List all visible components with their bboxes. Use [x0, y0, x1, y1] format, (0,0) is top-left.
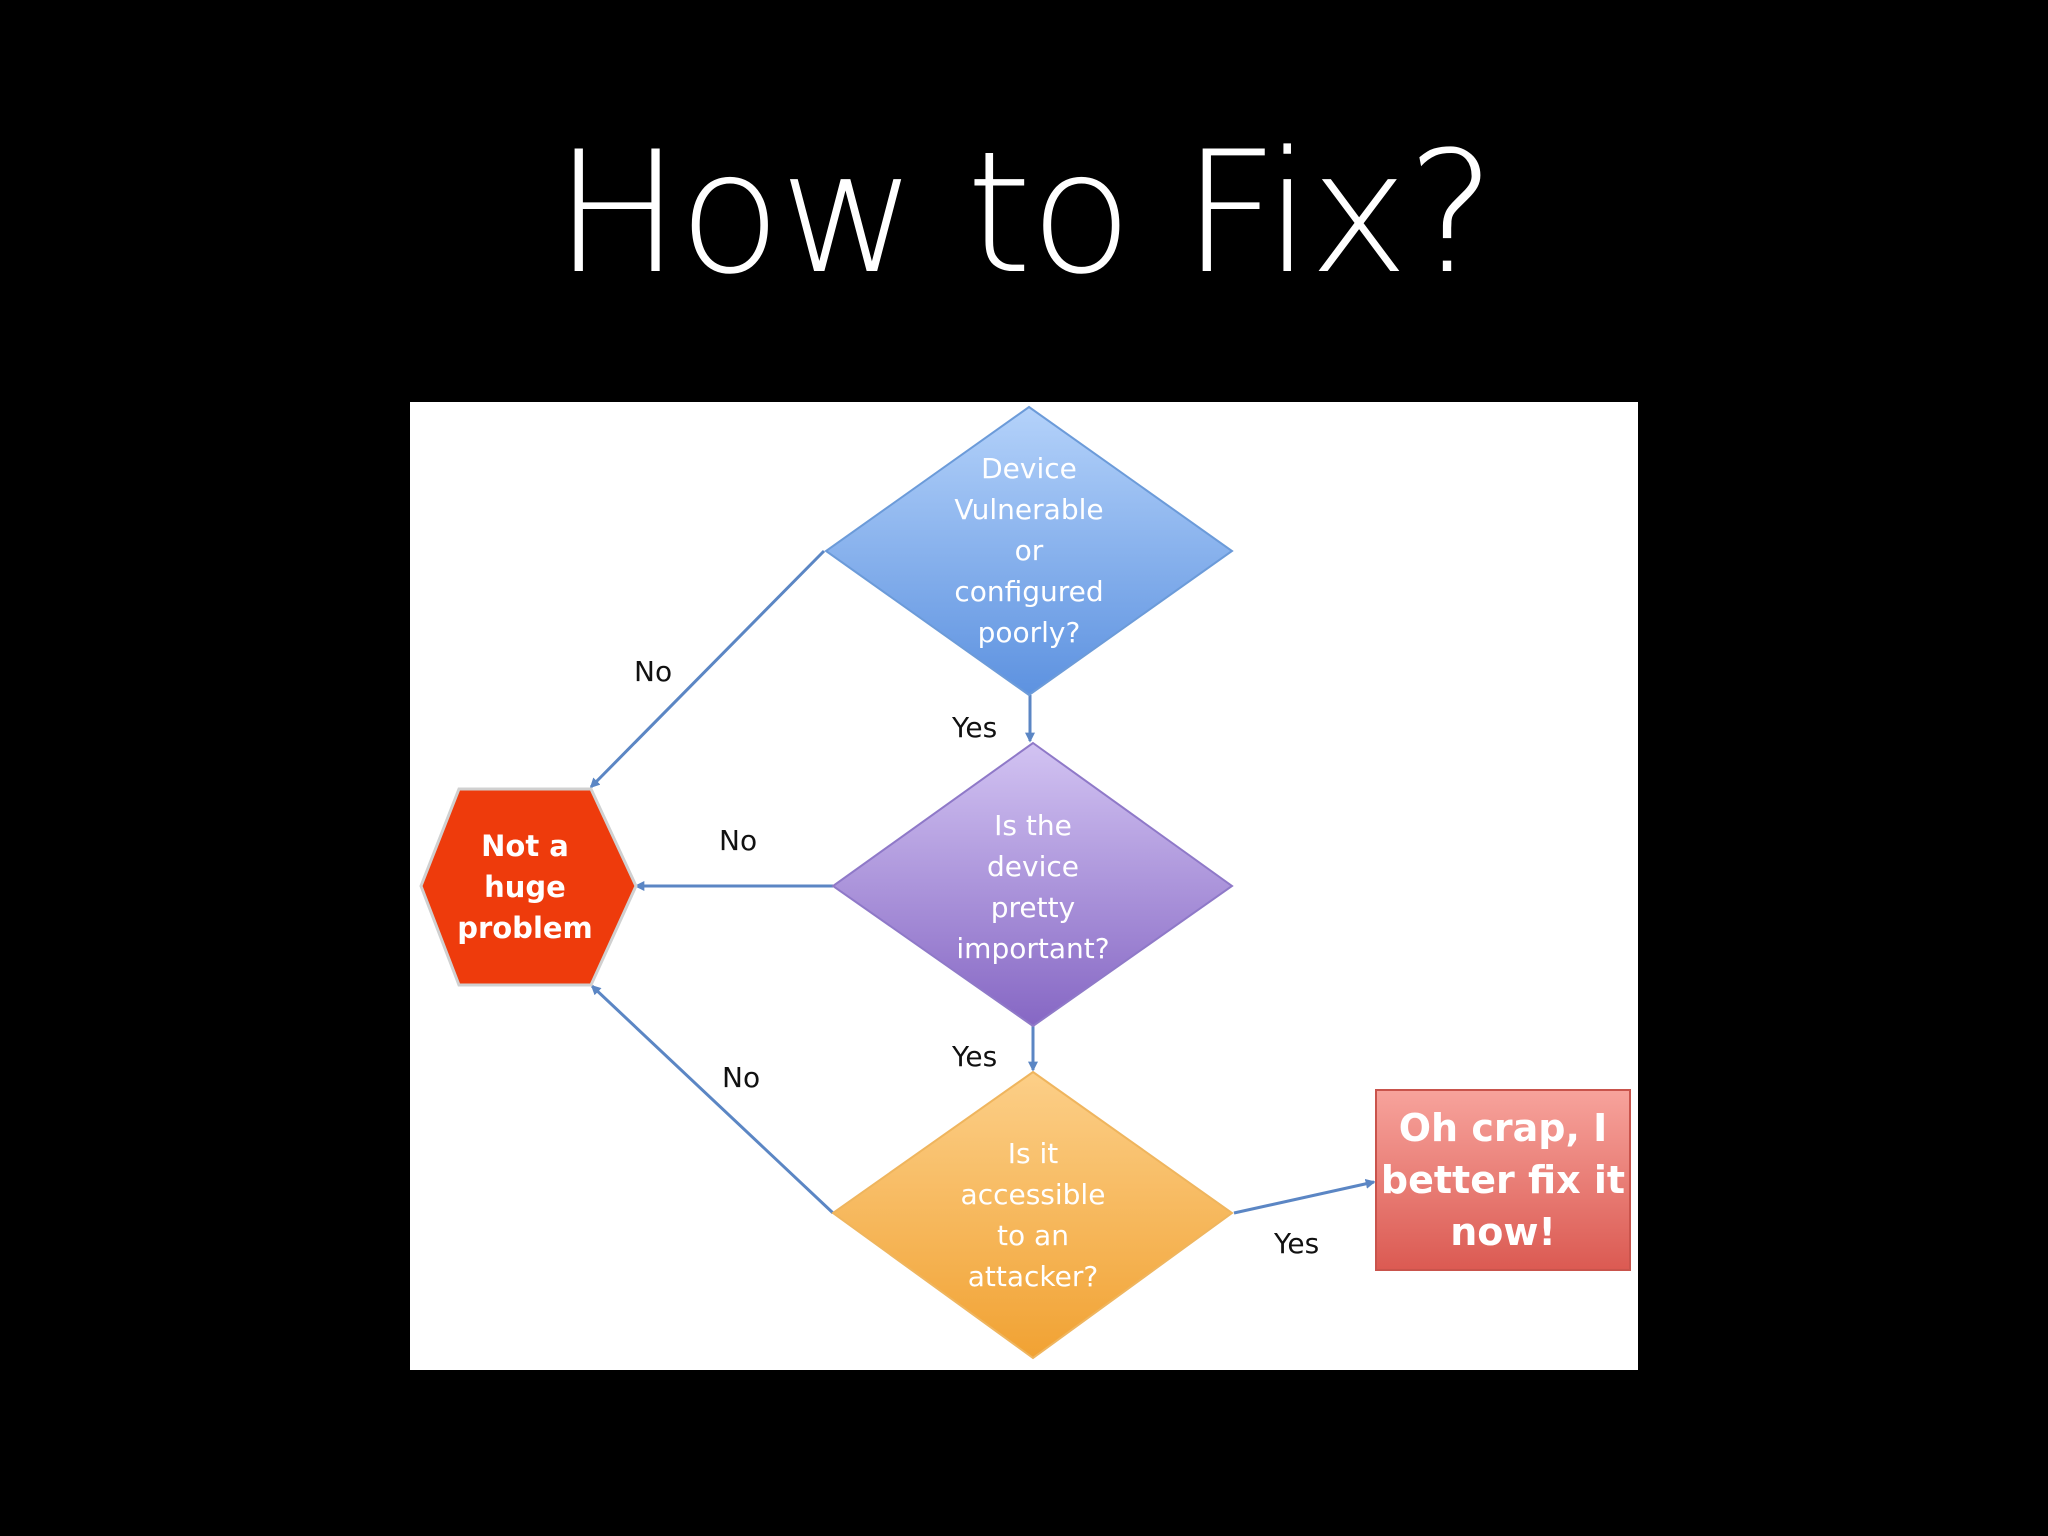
edge-label-q1-yes: Yes — [952, 711, 998, 744]
decision-diamond-important — [831, 741, 1234, 1028]
edge-label-q2-yes: Yes — [952, 1040, 998, 1073]
edge-label-q1-no: No — [634, 655, 673, 688]
decision-diamond-accessible — [831, 1070, 1234, 1360]
flowchart-panel: Device Vulnerable or configured poorly? … — [410, 402, 1638, 1370]
decision-diamond-vulnerable — [824, 405, 1234, 697]
decision-text-important: Is the device pretty important? — [956, 808, 1110, 965]
outcome-box-fix-now — [1375, 1089, 1631, 1271]
arrow-q1-no — [589, 549, 826, 789]
decision-text-vulnerable: Device Vulnerable or configured poorly? — [954, 452, 1104, 649]
outcome-hexagon-not-problem — [419, 787, 638, 987]
decision-text-accessible: Is it accessible to an attacker? — [960, 1136, 1106, 1293]
edge-label-q3-no: No — [722, 1061, 761, 1094]
flowchart-canvas — [419, 405, 1631, 1360]
edge-label-q2-no: No — [719, 824, 758, 857]
edge-label-q3-yes: Yes — [1274, 1227, 1320, 1260]
outcome-text-not-problem: Not a huge problem — [457, 828, 593, 945]
arrow-q3-no — [590, 984, 835, 1215]
arrow-q3-yes — [1233, 1178, 1376, 1215]
outcome-text-fix-now: Oh crap, I better fix it now! — [1380, 1106, 1626, 1254]
slide-title: How to Fix? — [554, 115, 1496, 311]
connectors — [589, 549, 1376, 1215]
